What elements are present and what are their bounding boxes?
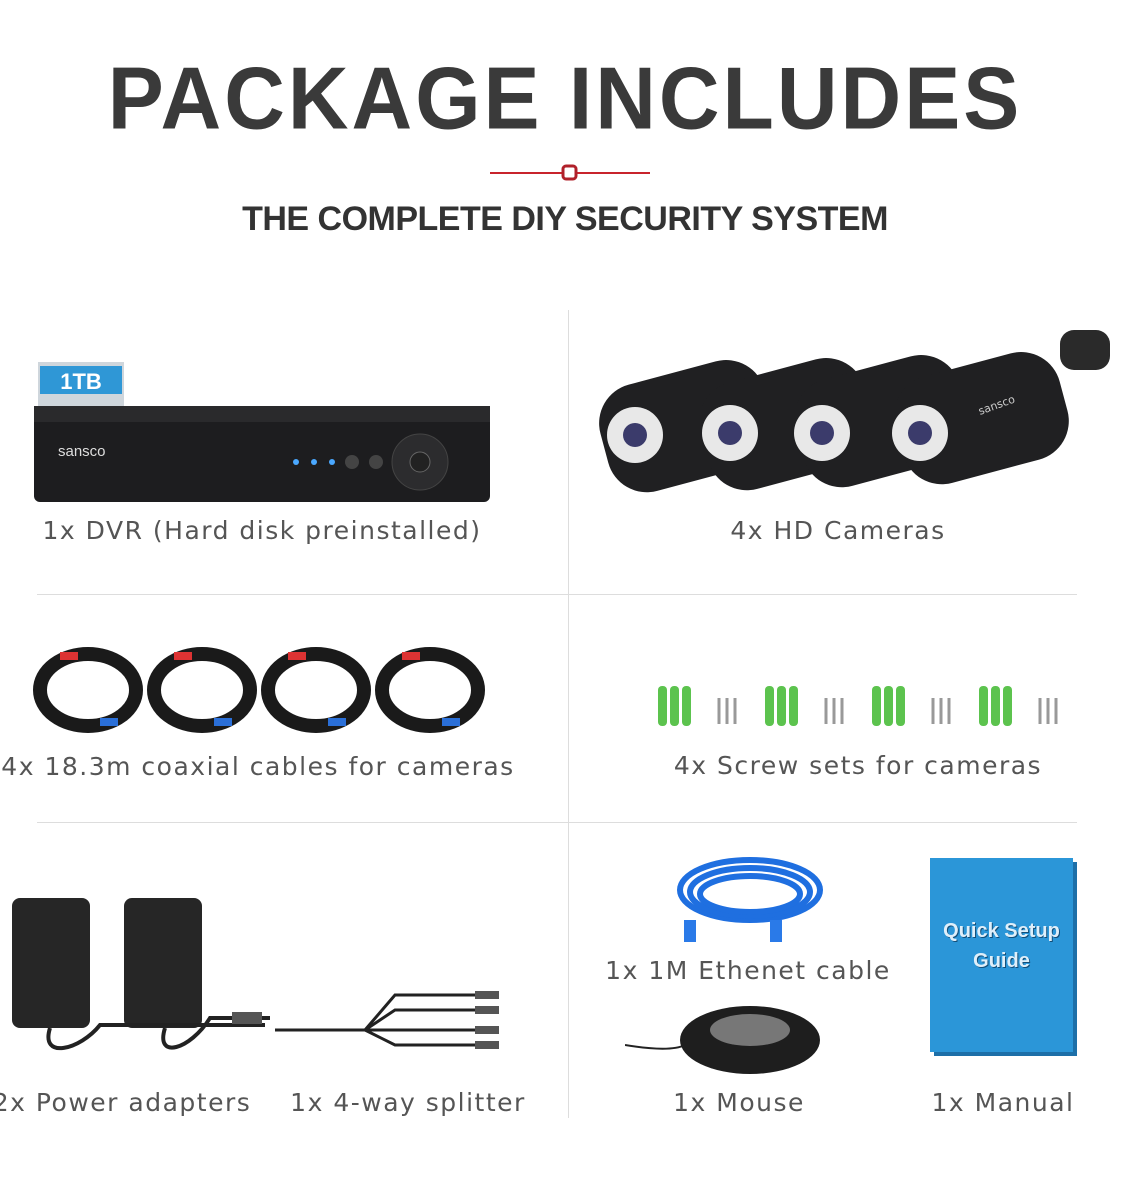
camera-icon: sansco bbox=[599, 330, 1110, 493]
manual-cover-subtitle: Guide bbox=[973, 950, 1030, 972]
item-label-ethernet-cable: 1x 1M Ethenet cable bbox=[605, 956, 891, 985]
item-label-manual: 1x Manual bbox=[931, 1088, 1075, 1117]
item-label-splitter: 1x 4-way splitter bbox=[290, 1088, 526, 1117]
splitter-icon bbox=[275, 991, 499, 1049]
page-subtitle: THE COMPLETE DIY SECURITY SYSTEM bbox=[242, 200, 888, 238]
power-adapter-icon bbox=[12, 898, 270, 1051]
dvr-icon: 1TB sansco bbox=[34, 362, 490, 502]
item-label-coaxial-cables: 4x 18.3m coaxial cables for cameras bbox=[1, 752, 515, 781]
vertical-divider bbox=[568, 310, 569, 1118]
item-label-cameras: 4x HD Cameras bbox=[730, 516, 946, 545]
divider-ornament-icon bbox=[490, 164, 650, 181]
horizontal-divider bbox=[37, 822, 1077, 823]
coaxial-cable-icon bbox=[33, 647, 485, 733]
manual-cover-title: Quick Setup bbox=[943, 920, 1060, 942]
ethernet-cable-icon bbox=[677, 857, 823, 942]
screw-set-icon bbox=[658, 686, 1058, 726]
mouse-icon bbox=[625, 1006, 820, 1074]
svg-text:sansco: sansco bbox=[58, 443, 106, 460]
manual-icon: Quick Setup Guide bbox=[930, 858, 1073, 1052]
page-title: PACKAGE INCLUDES bbox=[107, 48, 1023, 148]
item-label-mouse: 1x Mouse bbox=[673, 1088, 805, 1117]
item-label-power-adapters: 2x Power adapters bbox=[0, 1088, 252, 1117]
svg-text:1TB: 1TB bbox=[60, 369, 102, 394]
horizontal-divider bbox=[37, 594, 1077, 595]
item-label-dvr: 1x DVR (Hard disk preinstalled) bbox=[42, 516, 482, 545]
item-label-screw-sets: 4x Screw sets for cameras bbox=[673, 751, 1043, 780]
